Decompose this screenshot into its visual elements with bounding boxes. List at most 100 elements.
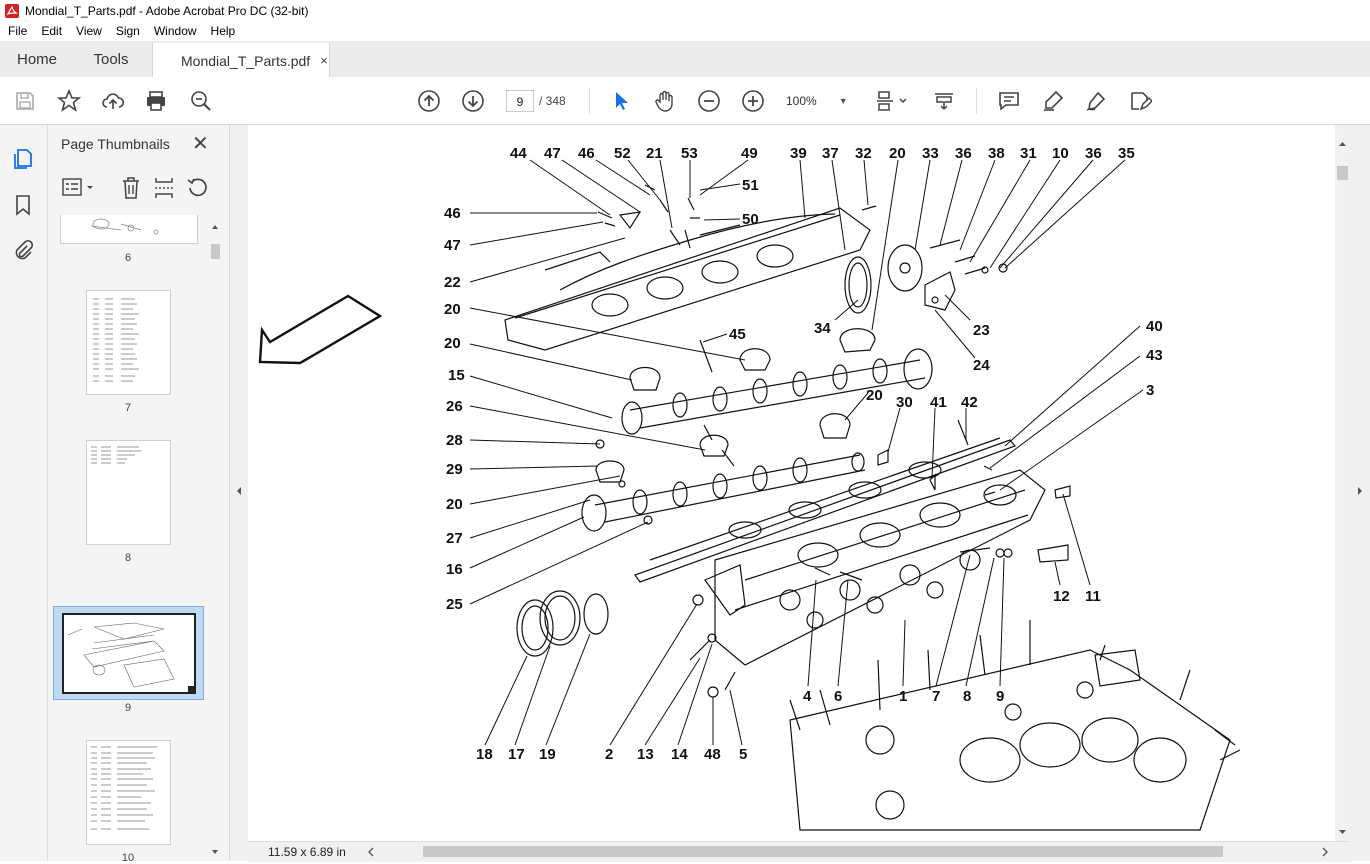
callout-label: 4 [803, 688, 812, 705]
bookmark-icon[interactable] [11, 193, 35, 217]
callout-label: 49 [741, 145, 758, 162]
panel-close-button[interactable]: ✕ [192, 133, 209, 155]
print-icon[interactable] [143, 88, 169, 114]
thumbnail-label: 9 [124, 702, 132, 714]
page-number-input[interactable]: 9 [506, 90, 534, 112]
sign-pen-icon[interactable] [1083, 88, 1109, 114]
thumbnail-page-8[interactable] [86, 440, 171, 545]
thumbnail-page-6[interactable] [60, 215, 198, 244]
callout-label: 5 [739, 746, 748, 763]
menu-window[interactable]: Window [153, 24, 197, 38]
previous-page-icon[interactable] [416, 88, 442, 114]
callout-label: 21 [646, 145, 663, 162]
chevron-up-icon [1339, 142, 1346, 146]
menu-edit[interactable]: Edit [41, 24, 63, 38]
callout-label: 47 [444, 237, 461, 254]
save-icon[interactable] [12, 88, 38, 114]
thumbnail-options-menu-icon[interactable] [62, 177, 98, 199]
thumbnail-page-9[interactable] [62, 613, 196, 694]
callout-label: 11 [1085, 588, 1101, 605]
highlight-pen-icon[interactable] [1040, 88, 1066, 114]
zoom-in-icon[interactable] [740, 88, 766, 114]
callout-label: 25 [446, 596, 463, 613]
callout-label: 29 [446, 461, 463, 478]
callout-label: 12 [1053, 588, 1070, 605]
chevron-right-icon [1358, 487, 1362, 495]
thumbnail-page-10[interactable] [86, 740, 171, 845]
thumbnail-image [93, 298, 139, 382]
tab-close-button[interactable]: × [320, 53, 328, 68]
thumbnail-scrollbar[interactable] [207, 220, 223, 861]
scroll-mode-icon[interactable] [931, 88, 957, 114]
callout-label: 39 [790, 145, 807, 162]
callout-label: 36 [955, 145, 972, 162]
callout-label: 45 [729, 326, 746, 343]
callout-label: 6 [834, 688, 843, 705]
callout-label: 47 [544, 145, 561, 162]
delete-page-icon[interactable] [120, 176, 142, 200]
thumbnail-page-7[interactable] [86, 290, 171, 395]
callout-label: 27 [446, 530, 463, 547]
page-total: / 348 [539, 94, 566, 108]
document-vertical-scrollbar[interactable] [1335, 125, 1350, 841]
scrollbar-thumb [211, 244, 220, 259]
tab-home[interactable]: Home [16, 50, 57, 68]
fill-sign-tools-icon[interactable] [1127, 88, 1153, 114]
zoom-out-icon[interactable] [696, 88, 722, 114]
right-panel-toggle[interactable] [1350, 125, 1370, 861]
hand-pan-icon[interactable] [652, 88, 678, 114]
callout-label: 33 [922, 145, 939, 162]
callout-label: 43 [1146, 347, 1163, 364]
callout-label: 40 [1146, 318, 1163, 335]
menu-bar: File Edit View Sign Window Help [0, 21, 1370, 41]
page-thumbnails-icon[interactable] [11, 147, 35, 171]
next-page-icon[interactable] [460, 88, 486, 114]
callout-label: 34 [814, 320, 831, 337]
upload-cloud-icon[interactable] [100, 88, 126, 114]
page-fit-icon[interactable] [875, 88, 911, 114]
menu-help[interactable]: Help [210, 24, 236, 38]
chevron-left-icon[interactable] [366, 846, 376, 858]
title-bar: Mondial_T_Parts.pdf - Adobe Acrobat Pro … [0, 0, 1370, 21]
sidebar-collapse-handle[interactable] [230, 125, 248, 861]
thumbnail-resize-handle[interactable] [188, 686, 194, 692]
thumbnail-label: 10 [121, 852, 135, 861]
callout-label: 8 [963, 688, 972, 705]
callout-label: 42 [961, 394, 978, 411]
chevron-left-icon [237, 487, 241, 495]
callout-label: 1 [899, 688, 908, 705]
menu-file[interactable]: File [8, 24, 28, 38]
callout-label: 44 [510, 145, 527, 162]
callout-label: 26 [446, 398, 463, 415]
select-cursor-icon[interactable] [608, 88, 634, 114]
callout-label: 38 [988, 145, 1005, 162]
zoom-search-icon[interactable] [188, 88, 214, 114]
rotate-page-icon[interactable] [186, 176, 210, 200]
menu-view[interactable]: View [76, 24, 102, 38]
chevron-right-icon[interactable] [1320, 846, 1330, 858]
scrollbar-thumb[interactable] [1337, 166, 1348, 180]
callout-label: 28 [446, 432, 463, 449]
callout-label: 36 [1085, 145, 1102, 162]
callout-label: 16 [446, 561, 463, 578]
callout-label: 7 [932, 688, 941, 705]
star-bookmark-icon[interactable] [56, 88, 82, 114]
callout-label: 18 [476, 746, 493, 763]
acrobat-logo-icon [5, 3, 19, 18]
callout-label: 23 [973, 322, 990, 339]
chevron-down-icon [1339, 830, 1346, 834]
tab-tools[interactable]: Tools [93, 50, 129, 68]
status-bar: 11.59 x 6.89 in [248, 841, 1350, 862]
document-page[interactable]: 44 47 46 52 21 53 49 39 37 32 20 33 36 3… [248, 125, 1348, 841]
attachment-paperclip-icon[interactable] [11, 239, 35, 263]
tab-document-label: Mondial_T_Parts.pdf [181, 52, 311, 69]
horizontal-scrollbar-thumb[interactable] [423, 846, 1223, 857]
comment-icon[interactable] [996, 88, 1022, 114]
page-size-readout: 11.59 x 6.89 in [268, 845, 346, 859]
callout-label: 46 [578, 145, 595, 162]
insert-page-icon[interactable] [153, 176, 175, 200]
tab-document[interactable]: Mondial_T_Parts.pdf × [152, 43, 330, 78]
menu-sign[interactable]: Sign [115, 24, 140, 38]
callout-label: 20 [866, 387, 883, 404]
zoom-level-dropdown[interactable]: 100% ▼ [786, 90, 856, 112]
